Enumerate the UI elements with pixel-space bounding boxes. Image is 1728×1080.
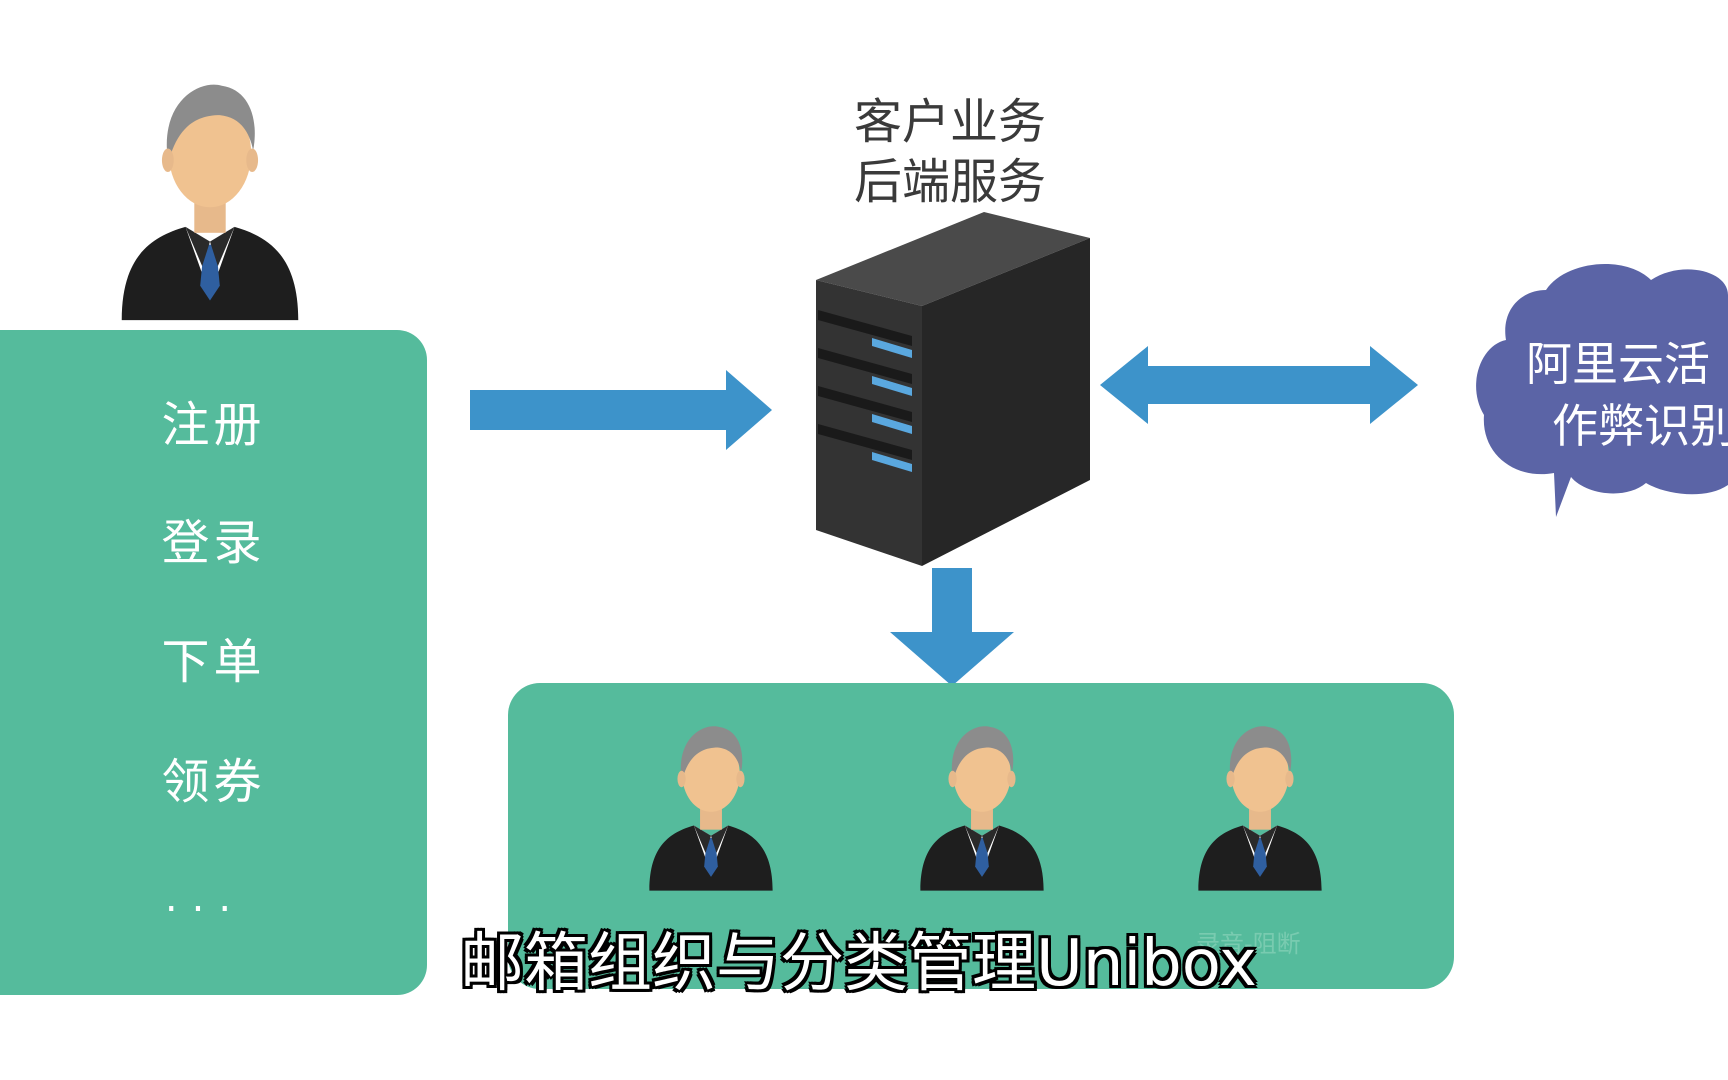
arrow-down-icon [890, 568, 1014, 686]
server-label: 客户业务 后端服务 [790, 92, 1110, 212]
bidirectional-arrow-icon [1100, 346, 1418, 424]
arrow-right-icon [470, 370, 772, 450]
cloud-text-line2: 作弊识别 [1552, 399, 1728, 453]
action-login: 登录 [161, 515, 266, 571]
team-member-avatar [912, 716, 1052, 894]
cloud-text-line1: 阿里云活 [1526, 337, 1710, 391]
team-member-avatar [1190, 716, 1330, 894]
server-label-line1: 客户业务 [853, 94, 1046, 150]
user-avatar [106, 70, 314, 325]
team-member-avatar [641, 716, 781, 894]
server-label-line2: 后端服务 [853, 154, 1046, 210]
user-actions-panel: 注册 登录 下单 领券 ... [0, 330, 427, 995]
action-coupon: 领券 [161, 754, 266, 810]
action-more: ... [164, 875, 246, 921]
action-register: 注册 [161, 397, 266, 453]
action-order: 下单 [161, 634, 266, 690]
server-icon [816, 212, 1090, 566]
cloud-bubble-icon [1476, 263, 1728, 517]
video-subtitle: 邮箱组织与分类管理Unibox [460, 927, 1257, 1001]
team-member-caption: 录音-阻断 [1196, 930, 1301, 958]
